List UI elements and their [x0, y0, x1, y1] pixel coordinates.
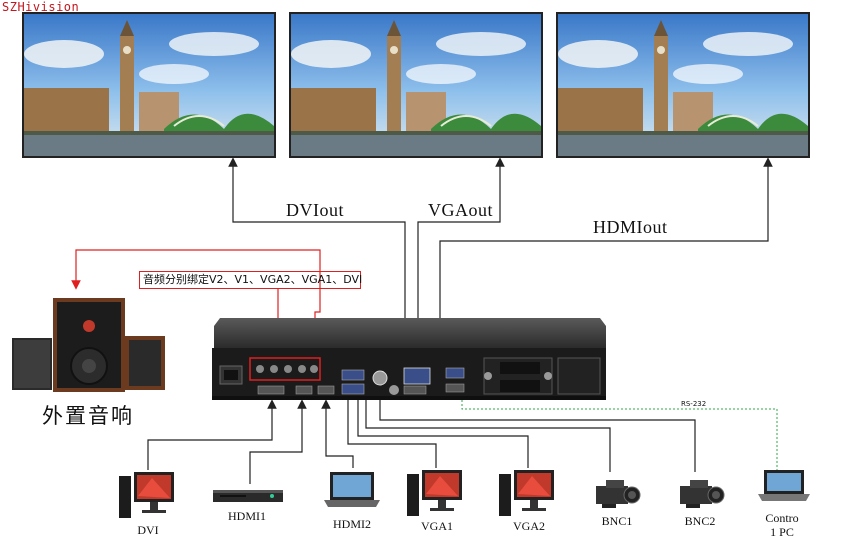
video-camera-icon [680, 480, 725, 508]
hdmi2-in-line [321, 399, 354, 468]
desktop-pc-icon [499, 470, 554, 516]
watermark-text: SZHivision [2, 0, 80, 14]
vga-out-label: VGAout [428, 200, 493, 220]
source-label-hdmi1: HDMI1 [228, 509, 266, 523]
london-scene-image [291, 14, 541, 156]
dvi-out-label: DVIout [286, 200, 344, 220]
video-processor-device [212, 318, 606, 400]
speaker-icon [12, 298, 165, 392]
source-label-vga2: VGA2 [513, 519, 545, 533]
display-hdmi-out [556, 12, 810, 158]
vga1-in-line [343, 385, 437, 468]
desktop-pc-icon [119, 472, 174, 518]
source-label-control-pc: Contro 1 PC [765, 511, 799, 539]
bnc1-in-line [361, 385, 611, 472]
laptop-icon [324, 472, 380, 507]
audio-binding-note: 音频分别绑定V2、V1、VGA2、VGA1、DVI [139, 271, 362, 289]
vga2-in-line [353, 385, 529, 468]
dvi-in-line [147, 399, 277, 470]
laptop-icon [758, 470, 810, 501]
source-label-bnc2: BNC2 [684, 514, 716, 528]
dvi-out-line [228, 157, 406, 360]
dvd-player-icon [213, 490, 283, 502]
source-label-bnc1: BNC1 [601, 514, 633, 528]
speaker-label: 外置音响 [42, 404, 134, 428]
london-scene-image [24, 14, 274, 156]
hdmi1-in-line [249, 399, 307, 484]
source-label-dvi: DVI [137, 523, 159, 537]
bnc2-in-line [375, 390, 696, 472]
source-label-vga1: VGA1 [421, 519, 453, 533]
display-dvi-out [22, 12, 276, 158]
hdmi-out-line [439, 157, 773, 360]
hdmi-out-label: HDMIout [593, 217, 668, 237]
display-vga-out [289, 12, 543, 158]
desktop-pc-icon [407, 470, 462, 516]
source-label-hdmi2: HDMI2 [333, 517, 371, 531]
london-scene-image [558, 14, 808, 156]
vga-out-line [417, 157, 505, 360]
video-camera-icon [596, 480, 641, 508]
rs232-label: RS-232 [681, 400, 707, 408]
